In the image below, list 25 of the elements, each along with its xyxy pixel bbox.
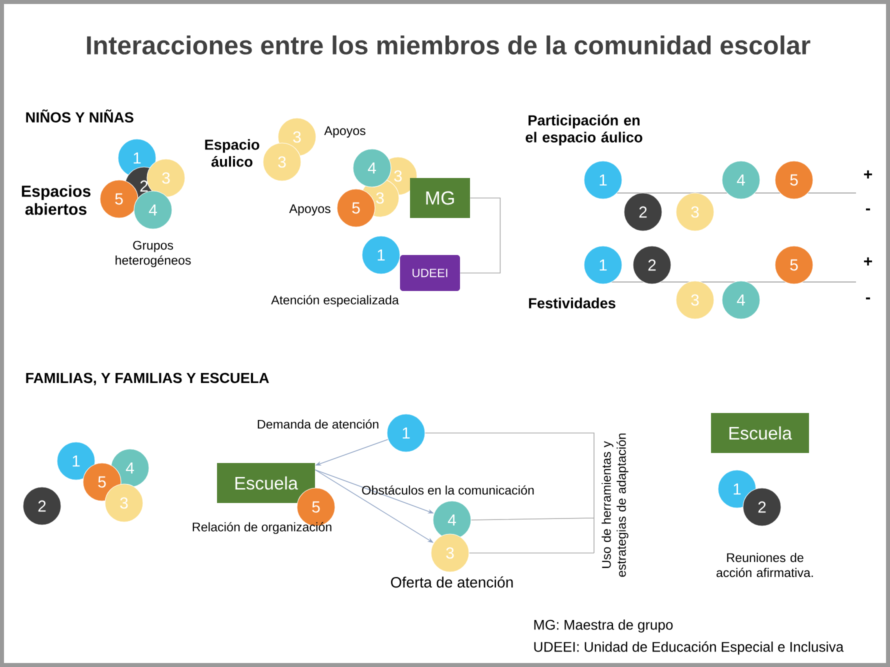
text-label: Atención especializada [271, 295, 399, 307]
text-label: Apoyos [289, 204, 330, 216]
label-box: Escuela [711, 413, 809, 453]
text-label: - [866, 208, 870, 210]
text-label: Festividades [529, 298, 616, 308]
text-label: Oferta de atención [391, 576, 513, 588]
text-label: Espacios abiertos [22, 185, 90, 215]
text-label: Apoyos [324, 126, 366, 138]
text-label: MG: Maestra de grupo [534, 619, 673, 633]
text-label: - [866, 297, 870, 300]
text-label: Participación en el espacio áulico [526, 114, 642, 146]
text-label: Reuniones de acción afirmativa. [716, 552, 813, 578]
text-label: Grupos heterogéneos [116, 240, 191, 268]
text-label: + [864, 257, 872, 266]
label-box: MG [410, 178, 470, 218]
text-label: Uso de herramientas y estrategias de adaptación [602, 434, 628, 577]
label-box: UDEEI [400, 255, 460, 291]
title: Interacciones entre los miembros de la comunidad escolar [87, 35, 810, 55]
text-label: Demanda de atención [258, 419, 378, 429]
text-label: UDEEI: Unidad de Educación Especial e Inclusiva [534, 641, 844, 655]
section-heading: FAMILIAS, Y FAMILIAS Y ESCUELA [26, 372, 269, 386]
text-label: + [864, 170, 872, 178]
text-label: Espacio áulico [205, 139, 260, 167]
section-heading: NIÑOS Y NIÑAS [26, 109, 134, 123]
text-label: Obstáculos en la comunicación [362, 485, 534, 495]
